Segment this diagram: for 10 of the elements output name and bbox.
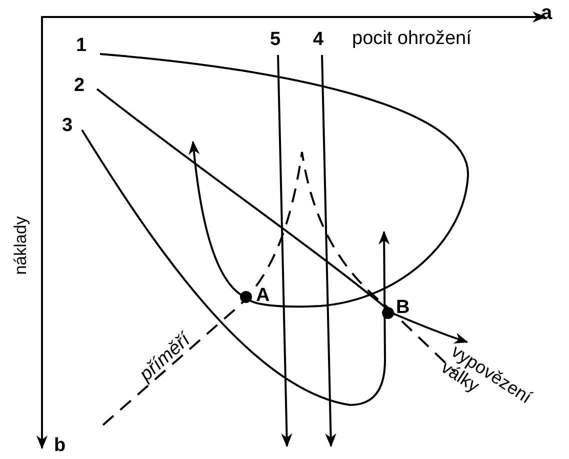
point-label: B — [396, 298, 410, 317]
curve-number: 1 — [76, 36, 87, 55]
curve-number: 5 — [270, 30, 281, 49]
curve-number: 2 — [74, 76, 85, 95]
axis-title: pocit ohrožení — [352, 29, 472, 48]
axis-title: náklady — [11, 216, 28, 274]
curve-number: 4 — [313, 30, 324, 49]
point-label: A — [256, 286, 270, 305]
curve-number: 3 — [62, 116, 73, 135]
axis-label: b — [54, 436, 66, 455]
